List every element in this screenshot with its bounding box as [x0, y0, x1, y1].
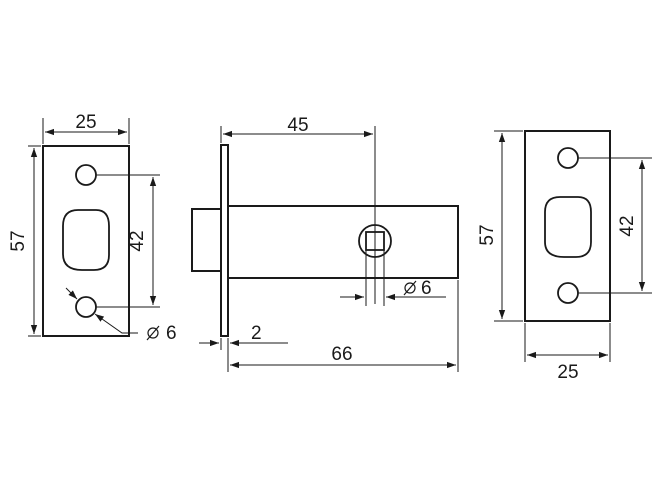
diameter-symbol-icon: [403, 280, 417, 296]
strike-hole-diameter-dimension: 6: [65, 287, 177, 344]
plate-height-label: 57: [477, 224, 498, 245]
plate-screw-hole-bottom: [557, 282, 579, 304]
strike-height-dimension: 57: [8, 145, 41, 337]
strike-screw-hole-bottom: [75, 296, 97, 318]
strike-hole-spacing-dimension: 42: [96, 174, 160, 308]
plate-latch-opening: [544, 196, 592, 258]
strike-latch-opening: [62, 209, 110, 271]
backset-label: 45: [287, 115, 308, 136]
latch-faceplate: [220, 144, 229, 337]
plate-width-label: 25: [557, 362, 578, 383]
plate-height-dimension: 57: [477, 130, 523, 322]
latch-case: [227, 205, 459, 279]
plate-screw-hole-top: [557, 147, 579, 169]
face-plate-view: 57 42 25: [477, 130, 652, 383]
plate-hole-spacing-label: 42: [617, 215, 638, 236]
strike-plate-view: 25 57 42 6: [8, 112, 177, 344]
backset-dimension: 45: [220, 115, 376, 304]
strike-hole-spacing-label: 42: [127, 230, 148, 251]
latch-body-view: 45 6 2 66: [191, 115, 459, 372]
spindle-square-dimension: 6: [340, 250, 446, 306]
body-length-dimension: 66: [230, 280, 459, 372]
strike-screw-hole-top: [75, 164, 97, 186]
strike-width-dimension: 25: [42, 112, 130, 144]
body-length-label: 66: [331, 344, 352, 365]
diameter-symbol-icon: [146, 325, 160, 341]
strike-width-label: 25: [75, 112, 96, 133]
latch-bolt: [191, 208, 223, 272]
faceplate-thickness-label: 2: [251, 323, 262, 344]
plate-hole-spacing-dimension: 42: [578, 157, 652, 294]
spindle-square-label: 6: [421, 278, 432, 299]
strike-height-label: 57: [8, 230, 29, 251]
plate-width-dimension: 25: [524, 323, 611, 383]
faceplate-thickness-dimension: 2: [199, 323, 288, 372]
strike-hole-diameter-label: 6: [166, 323, 177, 344]
